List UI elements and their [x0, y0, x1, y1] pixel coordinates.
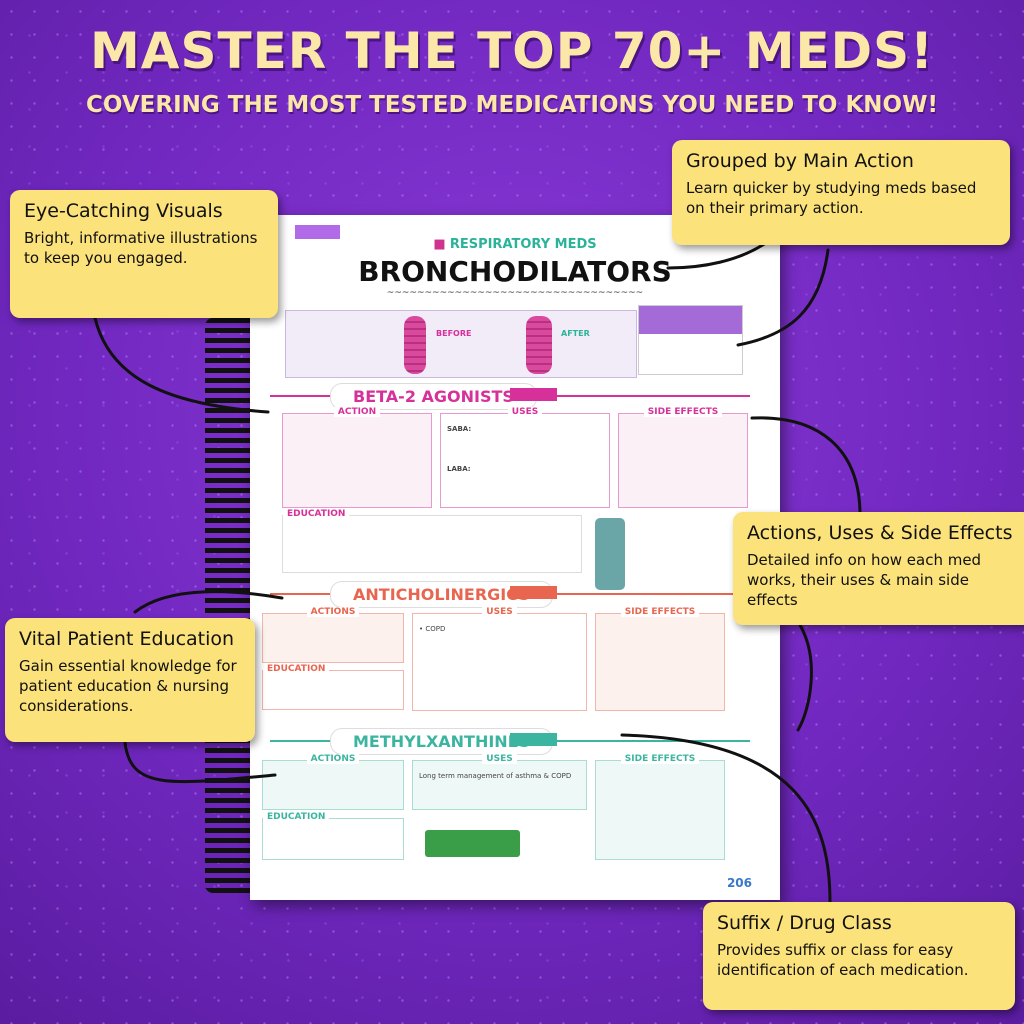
headline: MASTER THE TOP 70+ MEDS! — [90, 22, 934, 80]
suffix-badge — [510, 733, 558, 746]
arrow-icon — [750, 416, 862, 517]
side-effects-column: SIDE EFFECTS — [618, 407, 748, 508]
arrow-icon — [620, 733, 832, 904]
actions-column: ACTIONS — [262, 607, 404, 663]
suffix-badge — [510, 388, 558, 401]
education-box: EDUCATION — [262, 812, 404, 860]
arrow-icon — [736, 248, 830, 347]
subheadline: COVERING THE MOST TESTED MEDICATIONS YOU… — [86, 92, 938, 118]
side-effects-column: SIDE EFFECTS — [595, 754, 725, 860]
arrow-icon — [133, 590, 284, 614]
education-box: EDUCATION — [282, 509, 582, 573]
arrow-icon — [796, 623, 813, 732]
section-methylxanthines: METHYLXANTHINES — [270, 728, 750, 755]
education-box: EDUCATION — [262, 664, 404, 710]
section-title: METHYLXANTHINES — [330, 728, 554, 755]
arrow-icon — [666, 238, 772, 270]
section-beta2: BETA-2 AGONISTS — [270, 383, 750, 410]
actions-column: ACTIONS — [262, 754, 404, 810]
suffix-badge — [510, 586, 558, 599]
category-tag — [295, 225, 341, 239]
inhaler-icon — [595, 518, 625, 590]
remember-box — [638, 305, 743, 375]
uses-column: USES• COPD — [412, 607, 587, 711]
page-kicker: ■ RESPIRATORY MEDS — [433, 237, 597, 252]
therapeutic-level-badge — [425, 830, 520, 857]
action-column: ACTION — [282, 407, 432, 508]
arrow-icon — [123, 740, 277, 784]
arrow-icon — [93, 316, 270, 414]
section-title: BETA-2 AGONISTS — [330, 383, 537, 410]
airway-illustration: BEFORE AFTER — [285, 310, 637, 378]
lungs-icon: ■ — [433, 237, 446, 252]
page-description: ~~~~~~~~~~~~~~~~~~~~~~~~~~~~~~~~~~ — [386, 288, 644, 298]
notebook-page: ■ RESPIRATORY MEDS BRONCHODILATORS ~~~~~… — [250, 215, 780, 900]
side-effects-column: SIDE EFFECTS — [595, 607, 725, 711]
page-title: BRONCHODILATORS — [358, 255, 672, 288]
section-anticholinergics: ANTICHOLINERGICS — [270, 581, 750, 608]
open-airway-image — [526, 316, 552, 374]
section-title: ANTICHOLINERGICS — [330, 581, 553, 608]
before-label: BEFORE — [436, 329, 472, 338]
after-label: AFTER — [561, 329, 590, 338]
constricted-airway-image — [404, 316, 426, 374]
page-number: 206 — [726, 876, 752, 890]
